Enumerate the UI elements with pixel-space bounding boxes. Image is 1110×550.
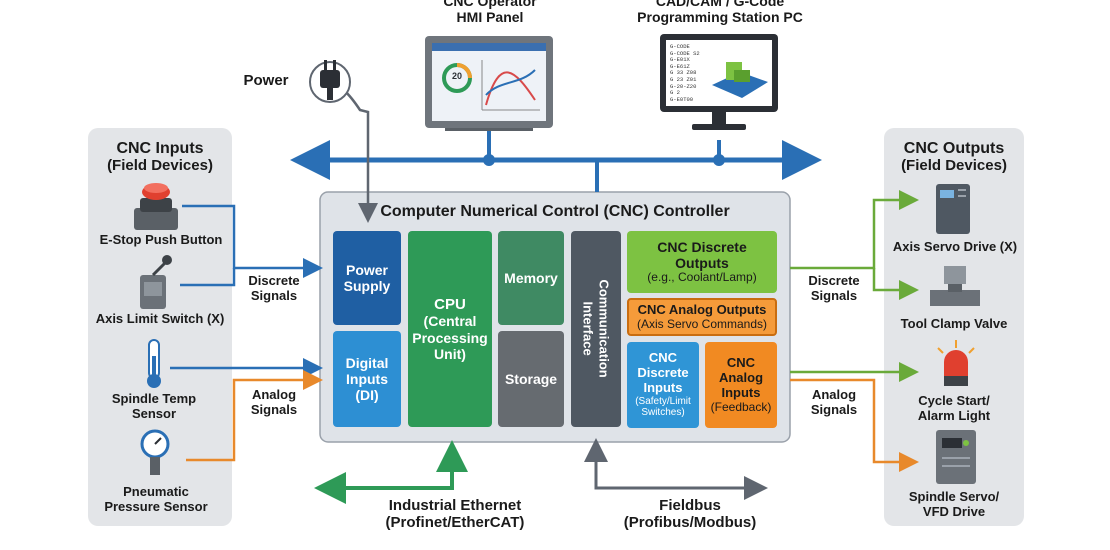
outputs-panel-title: CNC Outputs(Field Devices) — [901, 140, 1007, 174]
input-device-label: Axis Limit Switch (X) — [95, 311, 225, 326]
input-device-label: E-Stop Push Button — [99, 232, 223, 247]
output-device-label: Axis Servo Drive (X) — [892, 239, 1018, 254]
inputs-panel-bg — [88, 128, 232, 526]
inputs-panel-title: CNC Inputs(Field Devices) — [107, 140, 213, 174]
pc-code-listing: G-CODE G-CODE S2 G-E01X G-E61Z G 33 Z08 … — [670, 43, 714, 103]
ethernet-line — [314, 444, 454, 504]
valve-icon — [930, 266, 980, 306]
code-line: G-CODE — [670, 43, 690, 50]
code-line: G-E01X — [670, 56, 690, 64]
code-line: G-20-Z20 — [670, 82, 697, 90]
code-line: G 33 Z08 — [670, 69, 697, 77]
controller-title: Computer Numerical Control (CNC) Control… — [380, 203, 730, 220]
output-device-label: Cycle Start/Alarm Light — [917, 393, 991, 423]
fieldbus-line — [584, 438, 768, 500]
vfd-drive-icon — [936, 430, 976, 484]
code-line: G 2 — [670, 89, 680, 97]
power-plug-icon — [309, 60, 351, 103]
industrial-ethernet-label: Industrial Ethernet(Profinet/EtherCAT) — [385, 497, 525, 531]
limit-switch-icon — [140, 255, 172, 309]
output-device-label: Spindle Servo/VFD Drive — [908, 489, 1000, 519]
alarm-light-icon — [937, 340, 975, 386]
memory-module: Memory — [498, 231, 564, 325]
code-line: G 23 Z01 — [670, 75, 697, 83]
valve-out-line — [872, 268, 919, 300]
pressure-gauge-icon — [140, 429, 170, 475]
vfd-out-line — [790, 378, 919, 472]
code-line: G-E0T00 — [670, 95, 694, 103]
analog-outputs-module: CNC Analog Outputs(Axis Servo Commands) — [627, 298, 777, 336]
fieldbus-label: Fieldbus(Profibus/Modbus) — [623, 497, 757, 531]
thermometer-icon — [147, 339, 161, 388]
code-line: G-CODE S2 — [670, 49, 700, 57]
pressure-analog-line — [186, 370, 323, 462]
servo-drive-icon — [936, 184, 970, 234]
code-line: G-E61Z — [670, 62, 690, 70]
outputs-panel-bg — [884, 128, 1024, 526]
storage-module: Storage — [498, 331, 564, 427]
estop-discrete-line — [182, 204, 323, 278]
discrete-out-line — [790, 190, 919, 270]
hmi-gauge-value: 20 — [451, 71, 462, 81]
power-label: Power — [243, 72, 289, 89]
estop-button-icon — [134, 183, 178, 230]
limit-discrete-line — [180, 268, 236, 287]
output-device-label: Tool Clamp Valve — [900, 316, 1008, 331]
